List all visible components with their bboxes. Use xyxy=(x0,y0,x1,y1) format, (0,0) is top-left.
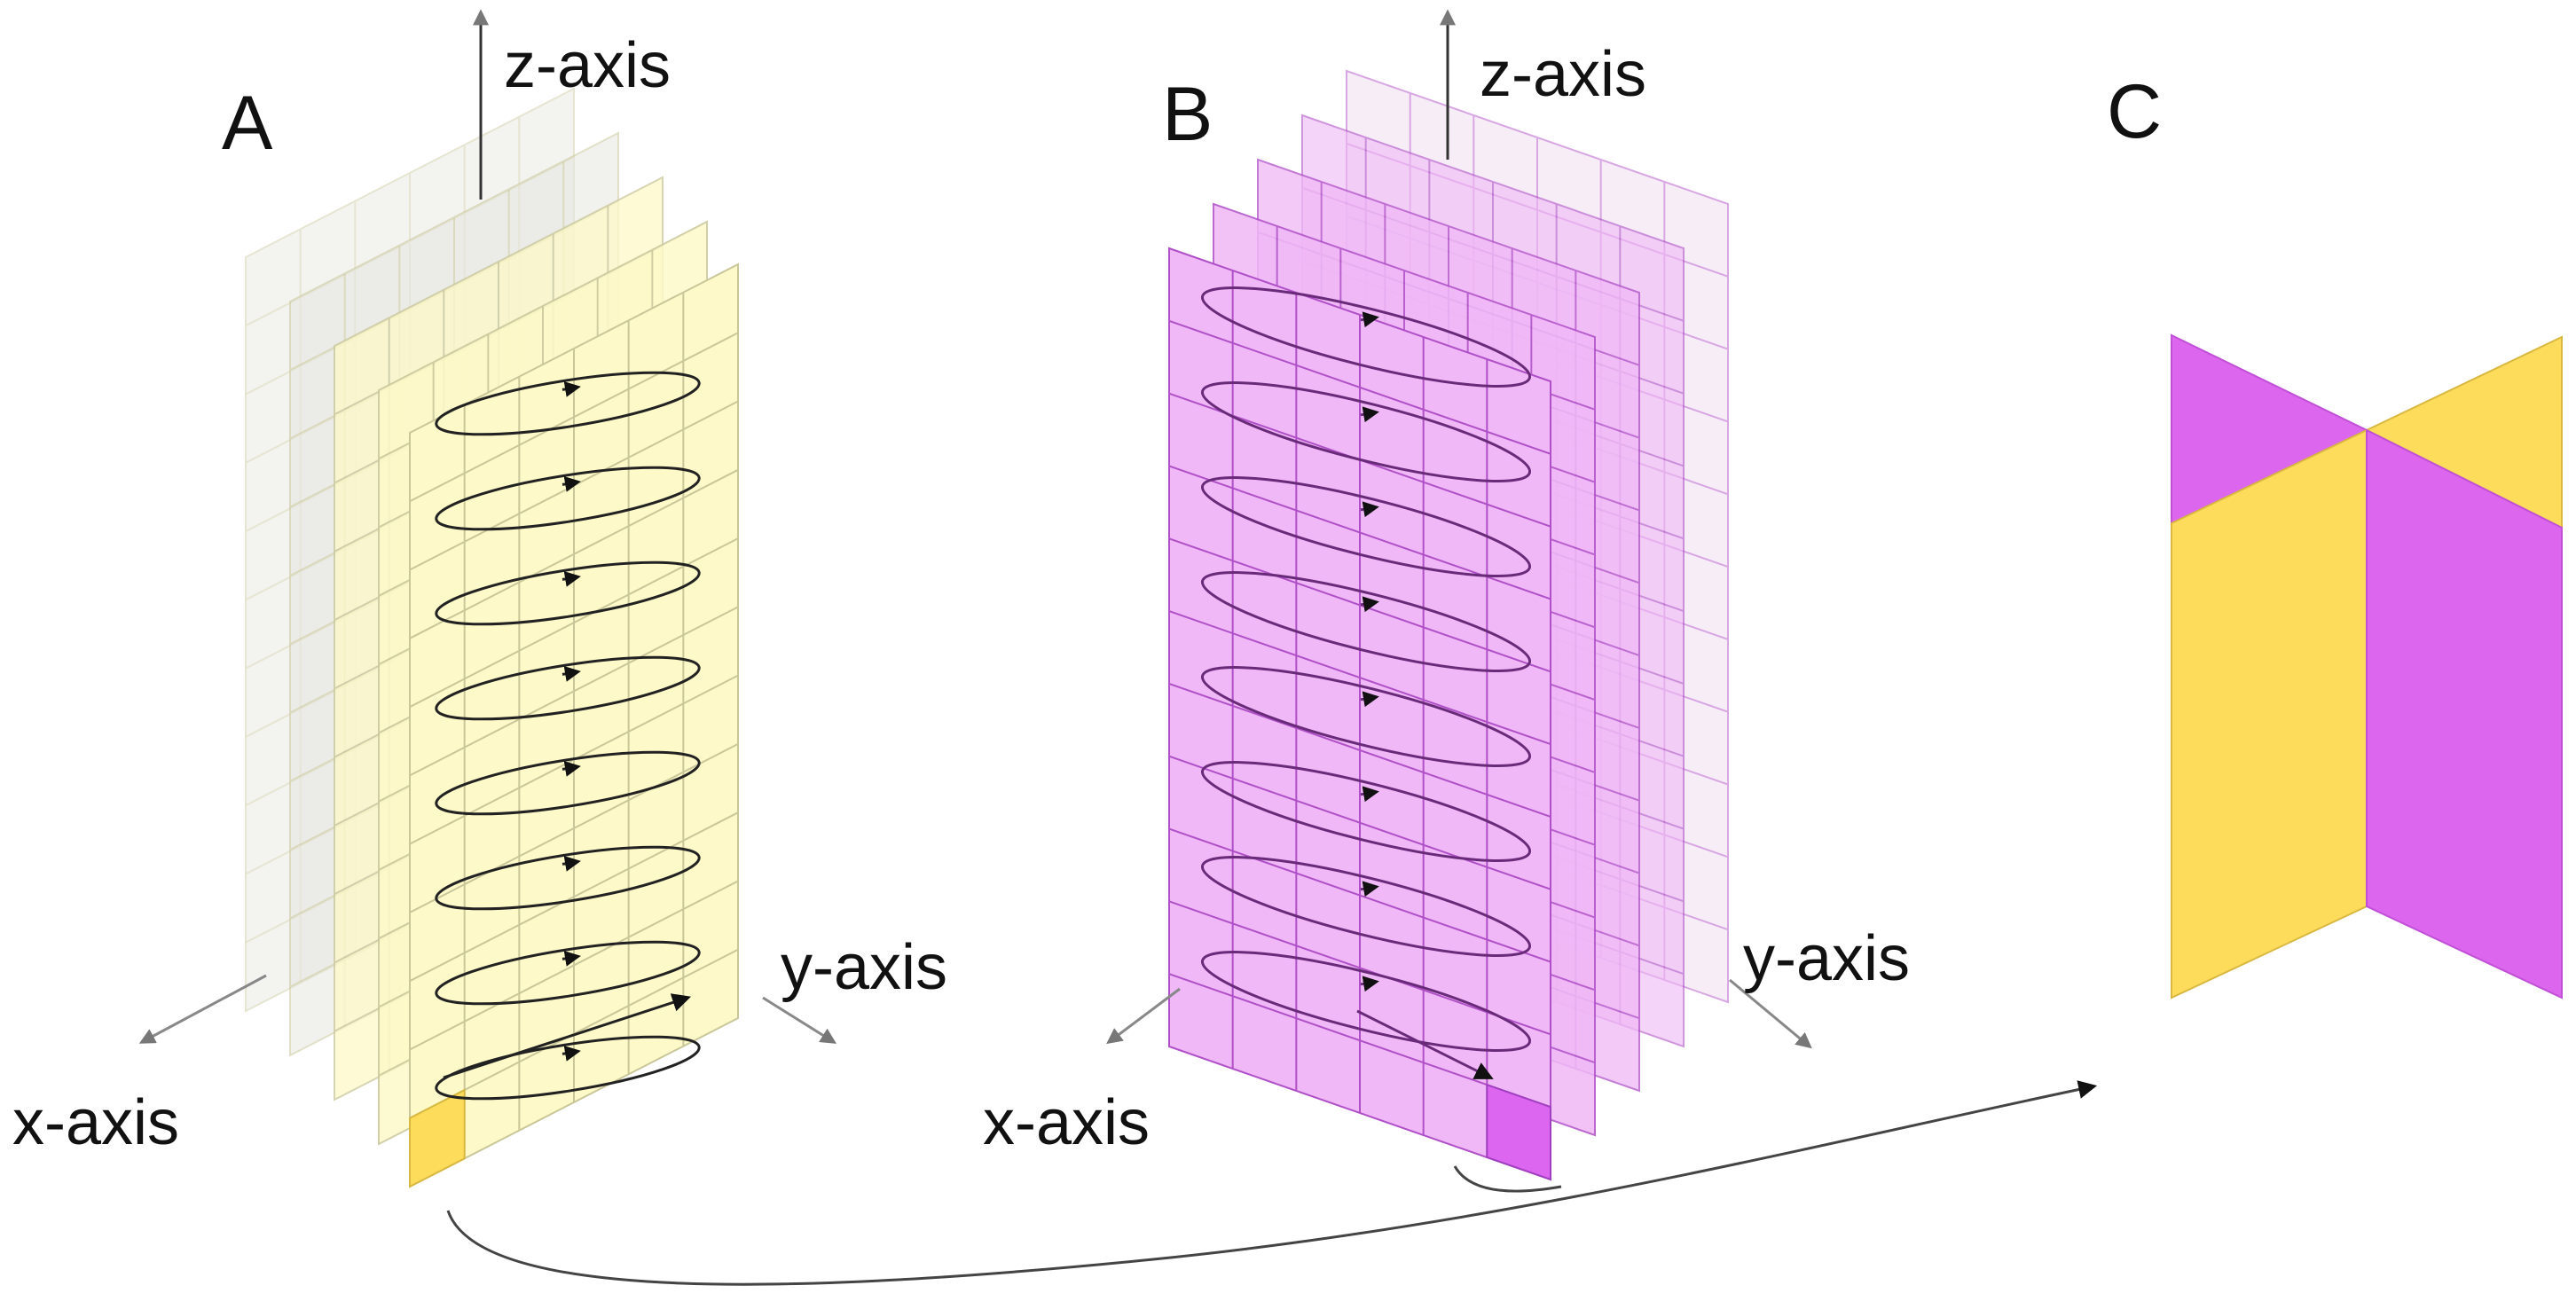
scan-arrow-icon xyxy=(562,476,581,492)
scan-loop xyxy=(1200,761,1532,862)
scan-loop xyxy=(435,655,701,721)
scan-loop xyxy=(1200,951,1532,1052)
scan-arrow-icon xyxy=(1360,881,1379,897)
scan-loop xyxy=(1200,666,1532,767)
scan-path-b xyxy=(1200,286,1532,1079)
panel-letter-a: A xyxy=(222,81,273,166)
scan-arrow-icon xyxy=(562,856,581,872)
y-axis-label-a: y-axis xyxy=(781,932,947,1003)
y-axis-b-icon xyxy=(1729,978,1812,1049)
slice-stack-a xyxy=(245,87,739,1188)
scan-arrow-icon xyxy=(562,571,581,587)
scan-arrow-icon xyxy=(1360,311,1379,328)
panel-c: C xyxy=(2107,69,2563,999)
slice-b-5 xyxy=(1168,247,1551,1181)
scan-end-arrow-icon xyxy=(1356,1009,1494,1079)
y-axis-label-b: y-axis xyxy=(1743,923,1910,994)
scan-loop xyxy=(1200,381,1532,482)
scan-arrow-icon xyxy=(562,761,581,777)
scan-loop xyxy=(1200,286,1532,388)
scan-loop xyxy=(1200,476,1532,577)
scan-arrow-icon xyxy=(562,381,581,397)
scan-loop xyxy=(435,560,701,626)
scan-loop xyxy=(435,371,701,436)
scan-path-a xyxy=(435,371,701,1101)
scan-arrow-icon xyxy=(1360,691,1379,708)
panel-a: A z-axis y-axis x-axis xyxy=(12,9,947,1188)
highlight-voxel-b xyxy=(1486,1083,1551,1181)
scan-loop xyxy=(1200,856,1532,957)
x-axis-b-icon xyxy=(1106,987,1181,1045)
scan-loop xyxy=(1200,571,1532,672)
z-axis-label-b: z-axis xyxy=(1480,39,1646,110)
scan-end-arrow-icon xyxy=(443,993,691,1079)
scan-loop xyxy=(435,466,701,531)
scan-arrow-icon xyxy=(1360,501,1379,518)
result-right-magenta xyxy=(2366,428,2563,999)
slice-stack-b xyxy=(1168,69,1729,1181)
transfer-arrow-b-icon xyxy=(1453,1165,1562,1193)
transfer-arrow-icon xyxy=(446,1080,2098,1286)
panel-b: B z-axis y-axis x-axis xyxy=(983,9,1910,1181)
scan-arrow-icon xyxy=(1360,976,1379,992)
result-left-yellow xyxy=(2171,428,2368,999)
highlight-voxel-a xyxy=(409,1088,466,1188)
x-axis-label-a: x-axis xyxy=(12,1087,179,1158)
scan-arrow-icon xyxy=(562,1046,581,1062)
scan-arrow-icon xyxy=(1360,596,1379,613)
scan-arrow-icon xyxy=(562,666,581,682)
scan-loop xyxy=(435,845,701,911)
scan-arrow-icon xyxy=(1360,406,1379,423)
scan-loop xyxy=(435,940,701,1006)
panel-letter-b: B xyxy=(1162,72,1213,157)
x-axis-label-b: x-axis xyxy=(983,1087,1150,1158)
y-axis-a-icon xyxy=(762,996,837,1044)
scan-loop xyxy=(435,1035,701,1101)
scan-arrow-icon xyxy=(1360,786,1379,803)
z-axis-label-a: z-axis xyxy=(504,30,671,101)
scan-loop xyxy=(435,750,701,816)
panel-letter-c: C xyxy=(2107,69,2162,154)
x-axis-a-icon xyxy=(138,974,267,1044)
scan-arrow-icon xyxy=(562,951,581,967)
